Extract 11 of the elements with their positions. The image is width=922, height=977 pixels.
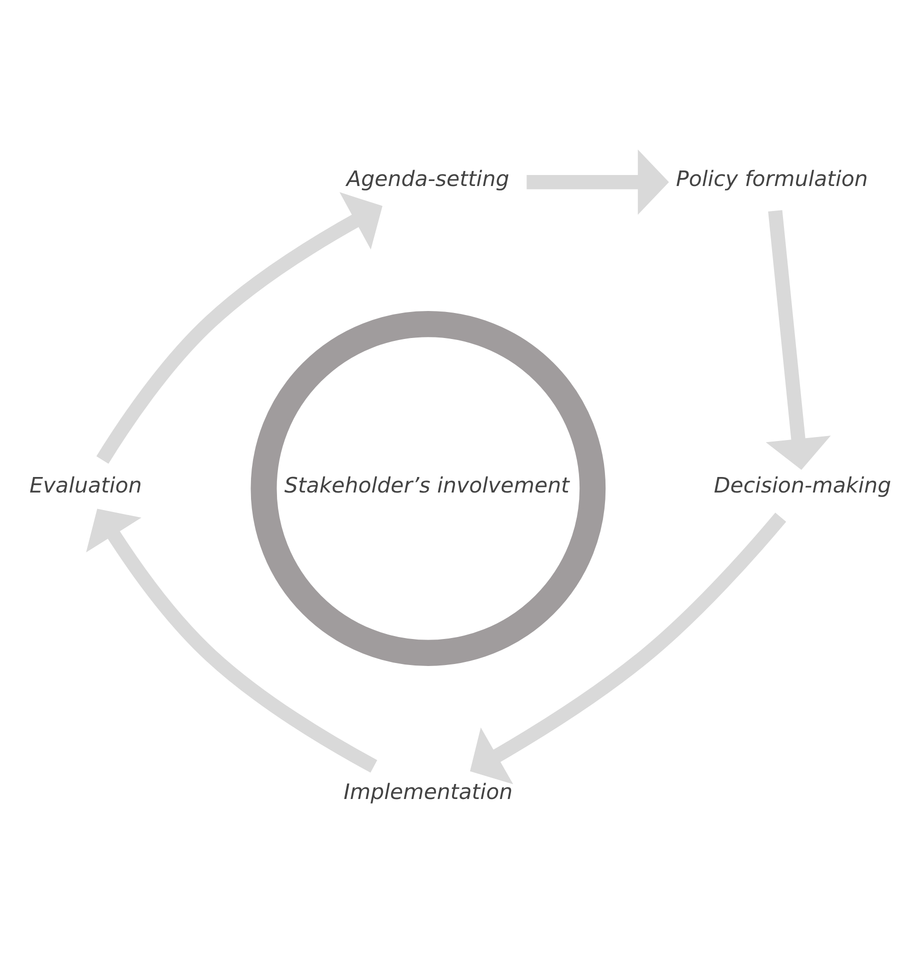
node-text: Evaluation (30, 474, 142, 499)
node-text: Agenda-setting (346, 167, 510, 192)
node-text: Implementation (344, 780, 513, 805)
node-text: Policy formulation (676, 167, 868, 192)
node-text: Decision-making (714, 474, 892, 499)
node-circle: Stakeholder’s involvement (250, 311, 606, 666)
arrow (86, 508, 378, 773)
arrow (470, 512, 786, 784)
arrow (766, 210, 831, 470)
arrow (96, 192, 382, 464)
arrow (526, 149, 669, 215)
